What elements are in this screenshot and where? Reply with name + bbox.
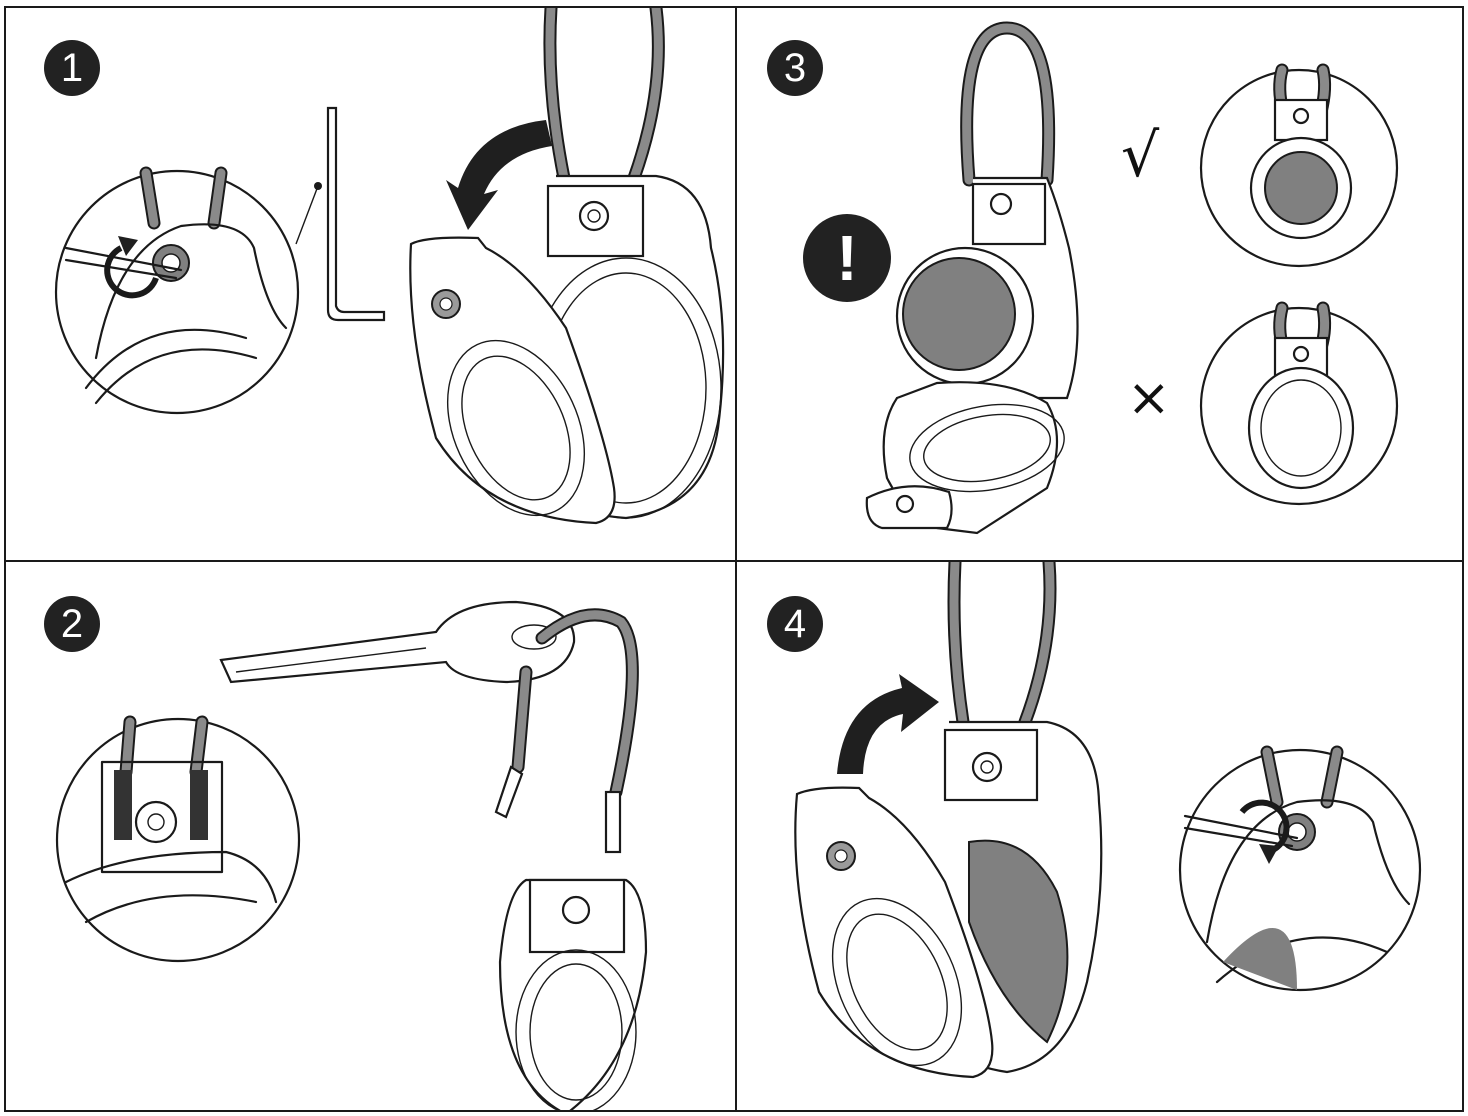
zoom-circle-screw (54, 166, 322, 415)
warning-icon: ! (803, 214, 891, 302)
step-1-illustration (54, 8, 725, 525)
panel-step-1: 1 (4, 6, 737, 562)
airtag-holder-closed (794, 562, 1103, 1079)
zoom-circle-cable-ends (55, 715, 301, 963)
rotate-up-arrow (837, 674, 939, 774)
step-badge-2: 2 (44, 596, 100, 652)
correct-mark: √ (1121, 121, 1160, 191)
incorrect-mark: × (1127, 368, 1171, 428)
panel-step-4: 4 (735, 560, 1464, 1112)
panel-step-3: 3 ! (735, 6, 1464, 562)
step-4-illustration (794, 562, 1422, 1079)
step-3-illustration (865, 21, 1399, 535)
step-badge-4: 4 (767, 596, 823, 652)
rotate-down-arrow (446, 120, 552, 230)
step-badge-1: 1 (44, 40, 100, 96)
airtag-holder-closing (865, 21, 1079, 535)
zoom-circle-tighten (1178, 745, 1422, 992)
airtag-holder-empty (498, 878, 648, 1110)
hex-key (326, 106, 386, 322)
zoom-correct (1199, 63, 1399, 268)
key (219, 600, 576, 684)
loose-cable (494, 608, 639, 854)
zoom-incorrect (1199, 301, 1399, 506)
airtag-holder-open (409, 8, 725, 525)
step-2-illustration (55, 600, 648, 1110)
panel-step-2: 2 (4, 560, 737, 1112)
step-badge-3: 3 (767, 40, 823, 96)
